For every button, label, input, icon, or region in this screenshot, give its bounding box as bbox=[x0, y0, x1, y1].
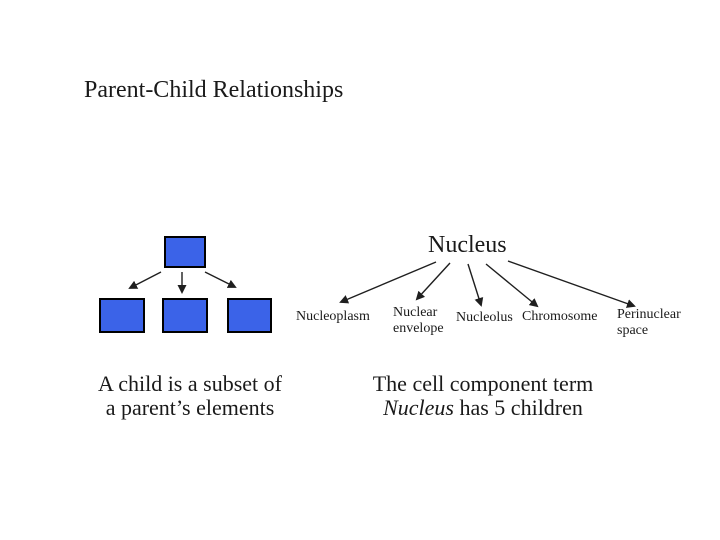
left-caption-line-1: A child is a subset of bbox=[98, 371, 282, 396]
right-caption-line-2-rest: has 5 children bbox=[453, 395, 583, 420]
nucleus-root-label: Nucleus bbox=[428, 232, 507, 258]
nucleus-arrow-chromosome bbox=[485, 263, 539, 308]
child-box-1 bbox=[99, 298, 145, 333]
nucleus-arrow-nuclear-envelope bbox=[415, 262, 451, 301]
right-caption: The cell component term Nucleus has 5 ch… bbox=[358, 372, 608, 420]
node-label-nuclear-envelope: Nuclear envelope bbox=[393, 305, 444, 336]
nucleus-arrow-nucleolus bbox=[467, 263, 484, 307]
right-caption-line-2: Nucleus has 5 children bbox=[358, 396, 608, 420]
slide-title: Parent-Child Relationships bbox=[84, 77, 344, 103]
parent-child-arrow-3 bbox=[204, 271, 237, 288]
right-caption-line-1: The cell component term bbox=[372, 371, 594, 396]
nucleus-arrow-perinuclear-space bbox=[507, 260, 636, 308]
nucleus-arrow-nucleoplasm bbox=[339, 261, 437, 304]
node-label-perinuclear-space: Perinuclear space bbox=[617, 307, 681, 338]
node-label-nucleoplasm: Nucleoplasm bbox=[296, 309, 370, 324]
node-label-chromosome: Chromosome bbox=[522, 309, 598, 324]
child-box-3 bbox=[227, 298, 272, 333]
left-caption: A child is a subset of a parent’s elemen… bbox=[60, 372, 320, 420]
child-box-2 bbox=[162, 298, 208, 333]
parent-child-arrow-1 bbox=[128, 271, 162, 289]
right-caption-italic-term: Nucleus bbox=[383, 395, 454, 420]
node-label-nucleolus: Nucleolus bbox=[456, 310, 513, 325]
parent-box bbox=[164, 236, 206, 268]
left-caption-line-2: a parent’s elements bbox=[105, 395, 275, 420]
